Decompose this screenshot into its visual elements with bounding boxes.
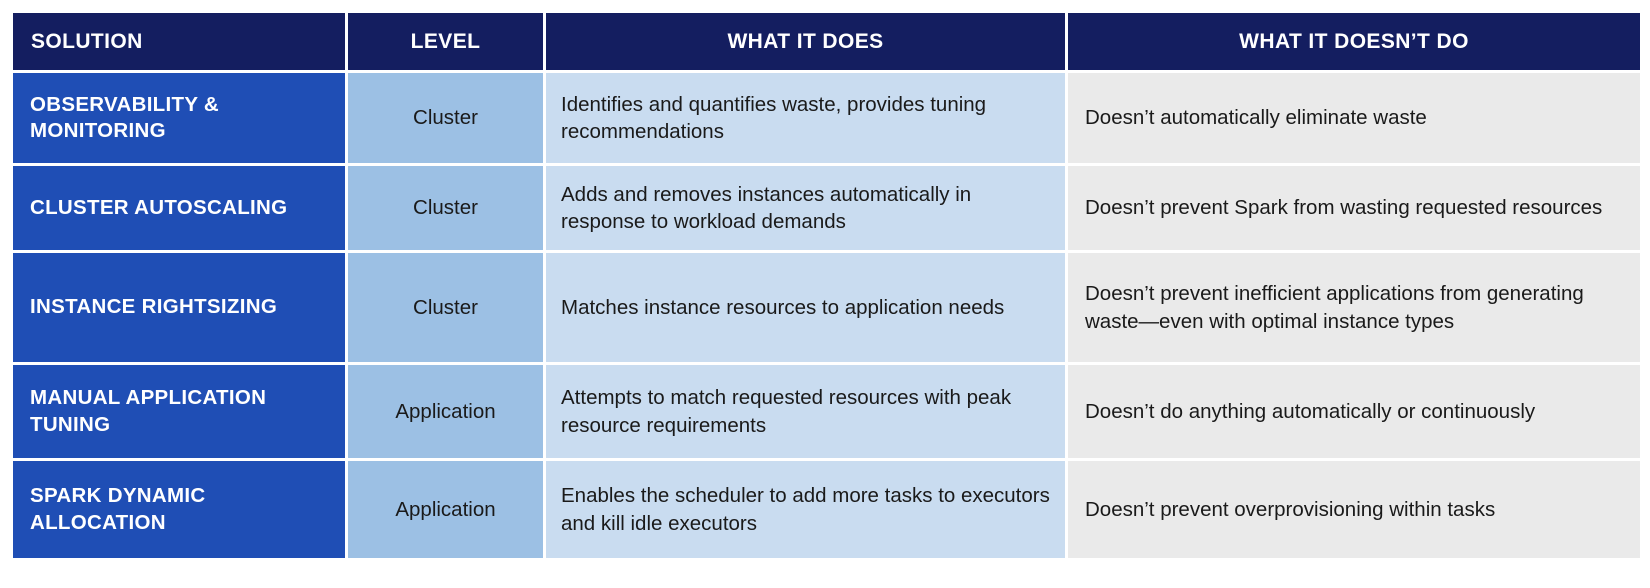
cell-level: Application — [348, 365, 543, 458]
column-header-solution: SOLUTION — [13, 13, 345, 70]
table-row: INSTANCE RIGHTSIZING Cluster Matches ins… — [13, 253, 1640, 362]
table-row: OBSERVABILITY & MONITORING Cluster Ident… — [13, 73, 1640, 163]
cell-solution: INSTANCE RIGHTSIZING — [13, 253, 345, 362]
cell-what-it-doesnt-do: Doesn’t do anything automatically or con… — [1068, 365, 1640, 458]
cell-what-it-does: Enables the scheduler to add more tasks … — [546, 461, 1065, 558]
cell-what-it-doesnt-do: Doesn’t prevent Spark from wasting reque… — [1068, 166, 1640, 250]
table-header: SOLUTION LEVEL WHAT IT DOES WHAT IT DOES… — [13, 13, 1640, 70]
column-header-what-it-doesnt-do: WHAT IT DOESN’T DO — [1068, 13, 1640, 70]
cell-what-it-doesnt-do: Doesn’t automatically eliminate waste — [1068, 73, 1640, 163]
cell-level: Cluster — [348, 166, 543, 250]
cell-level: Cluster — [348, 253, 543, 362]
comparison-table-container: SOLUTION LEVEL WHAT IT DOES WHAT IT DOES… — [13, 13, 1640, 558]
cell-what-it-does: Adds and removes instances automatically… — [546, 166, 1065, 250]
table-body: OBSERVABILITY & MONITORING Cluster Ident… — [13, 73, 1640, 558]
cell-solution: SPARK DYNAMIC ALLOCATION — [13, 461, 345, 558]
table-row: SPARK DYNAMIC ALLOCATION Application Ena… — [13, 461, 1640, 558]
column-header-level: LEVEL — [348, 13, 543, 70]
cell-what-it-does: Attempts to match requested resources wi… — [546, 365, 1065, 458]
cell-what-it-does: Matches instance resources to applicatio… — [546, 253, 1065, 362]
table-row: MANUAL APPLICATION TUNING Application At… — [13, 365, 1640, 458]
cell-what-it-doesnt-do: Doesn’t prevent inefficient applications… — [1068, 253, 1640, 362]
table-header-row: SOLUTION LEVEL WHAT IT DOES WHAT IT DOES… — [13, 13, 1640, 70]
cell-solution: MANUAL APPLICATION TUNING — [13, 365, 345, 458]
solution-comparison-table: SOLUTION LEVEL WHAT IT DOES WHAT IT DOES… — [10, 10, 1643, 561]
cell-what-it-doesnt-do: Doesn’t prevent overprovisioning within … — [1068, 461, 1640, 558]
cell-solution: CLUSTER AUTOSCALING — [13, 166, 345, 250]
table-row: CLUSTER AUTOSCALING Cluster Adds and rem… — [13, 166, 1640, 250]
cell-level: Cluster — [348, 73, 543, 163]
cell-solution: OBSERVABILITY & MONITORING — [13, 73, 345, 163]
column-header-what-it-does: WHAT IT DOES — [546, 13, 1065, 70]
cell-level: Application — [348, 461, 543, 558]
cell-what-it-does: Identifies and quantifies waste, provide… — [546, 73, 1065, 163]
